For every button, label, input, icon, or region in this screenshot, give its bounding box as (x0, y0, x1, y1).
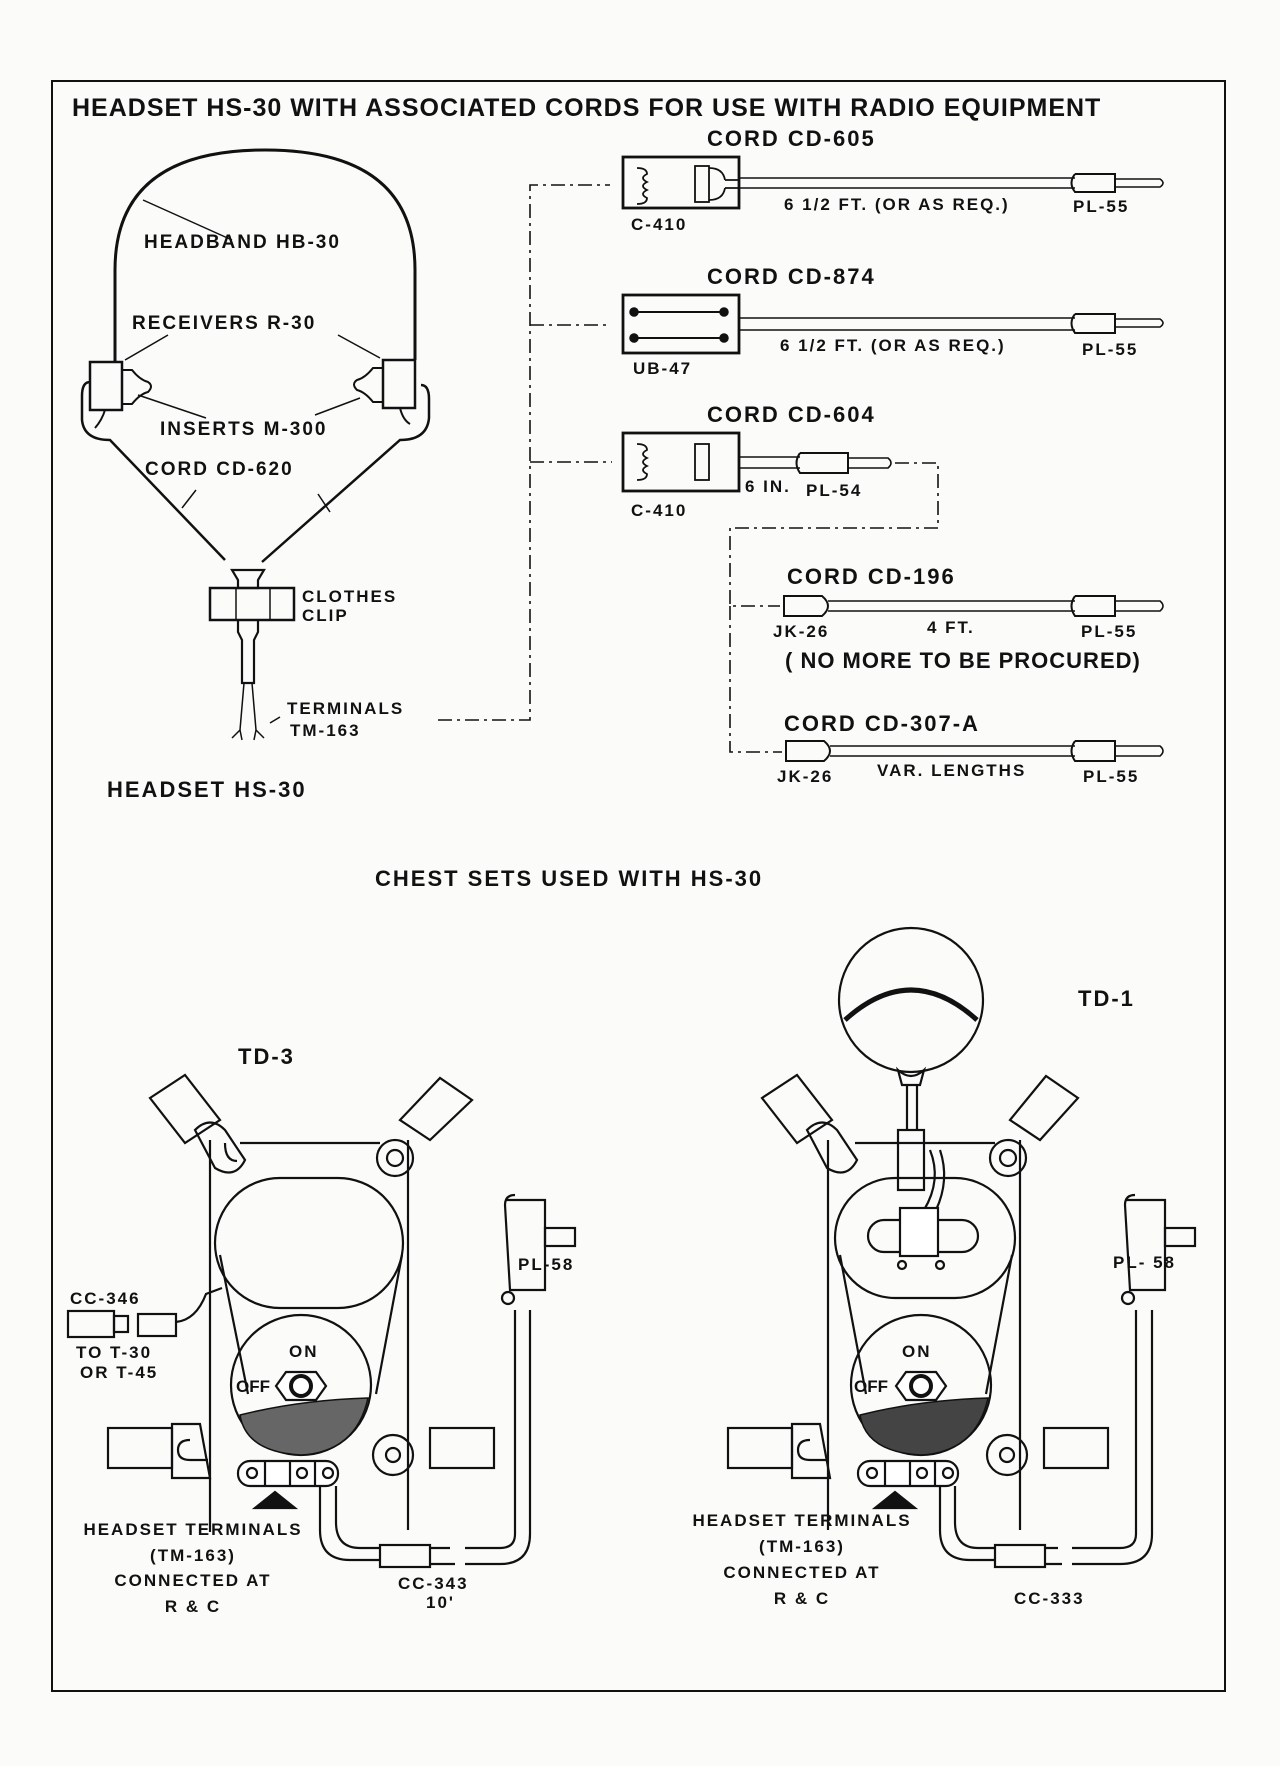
cord-cd196-drawing (783, 595, 1164, 617)
label-clothes-clip-1: CLOTHES (302, 587, 398, 606)
receiver-right (381, 358, 417, 410)
td1-term-line2: (TM-163) (759, 1537, 845, 1556)
cord-cd874-left-part: UB-47 (633, 359, 693, 378)
td1-cc333: CC-333 (1014, 1589, 1085, 1608)
cord-cd307a-left-part: JK-26 (777, 767, 834, 786)
cord-cd874-name: CORD CD-874 (707, 264, 876, 289)
cord-cd874-length: 6 1/2 FT. (OR AS REQ.) (780, 336, 1006, 355)
cord-cd196-note: ( NO MORE TO BE PROCURED) (785, 648, 1141, 673)
cord-cd604-drawing (621, 431, 892, 493)
cord-cd874-drawing (621, 293, 1164, 355)
diagram-frame (51, 80, 1226, 1692)
label-headset-hs30: HEADSET HS-30 (107, 777, 307, 802)
td3-term-line1: HEADSET TERMINALS (83, 1520, 303, 1539)
td3-term-line3: CONNECTED AT (114, 1571, 272, 1590)
cord-cd605-drawing (621, 155, 1164, 210)
clothes-clip (208, 586, 296, 622)
cord-cd196-length: 4 FT. (927, 618, 975, 637)
cord-cd874-right-part: PL-55 (1082, 340, 1139, 359)
td3-pl58: PL-58 (518, 1255, 575, 1274)
td3-term-line4: R & C (164, 1597, 222, 1616)
cord-cd604-right-part: PL-54 (806, 481, 863, 500)
td1-term-line3: CONNECTED AT (723, 1563, 881, 1582)
cord-cd605-right-part: PL-55 (1073, 197, 1130, 216)
td3-term-line2: (TM-163) (150, 1546, 236, 1565)
td1-on: ON (902, 1342, 932, 1361)
cord-cd307a-length: VAR. LENGTHS (877, 761, 1027, 780)
td1-chest-set-drawing (726, 926, 1197, 1569)
td1-off: OFF (854, 1377, 888, 1396)
cord-cd196-left-part: JK-26 (773, 622, 830, 641)
cord-cd196-right-part: PL-55 (1081, 622, 1138, 641)
cord-cd604-length: 6 IN. (745, 477, 791, 496)
td3-cc343: CC-343 (398, 1574, 469, 1593)
headband-hb30 (113, 148, 417, 362)
cord-cd307a-drawing (785, 740, 1164, 762)
label-inserts: INSERTS M-300 (160, 419, 328, 440)
td3-on: ON (289, 1342, 319, 1361)
chest-sets-heading: CHEST SETS USED WITH HS-30 (375, 866, 764, 891)
td1-label: TD-1 (1078, 986, 1135, 1011)
label-cord-cd620: CORD CD-620 (145, 459, 294, 480)
label-headband: HEADBAND HB-30 (144, 232, 341, 253)
cord-cd604-left-part: C-410 (631, 501, 688, 520)
td1-term-line4: R & C (773, 1589, 831, 1608)
diagram-title: HEADSET HS-30 WITH ASSOCIATED CORDS FOR … (72, 94, 1102, 122)
headset-drawing (80, 148, 431, 741)
td3-to-line1: TO T-30 (76, 1343, 153, 1362)
cord-cd307a-name: CORD CD-307-A (784, 711, 980, 736)
label-terminals-1: TERMINALS (287, 699, 405, 718)
td3-cc346: CC-346 (70, 1289, 141, 1308)
td3-cc343-length: 10' (426, 1593, 455, 1612)
td1-pl58: PL- 58 (1113, 1253, 1177, 1272)
cord-cd605-left-part: C-410 (631, 215, 688, 234)
receiver-left (88, 360, 124, 412)
label-clothes-clip-2: CLIP (302, 606, 349, 625)
td3-label: TD-3 (238, 1044, 295, 1069)
cord-cd604-name: CORD CD-604 (707, 402, 876, 427)
label-receivers: RECEIVERS R-30 (132, 313, 317, 334)
cord-cd196-name: CORD CD-196 (787, 564, 956, 589)
td3-chest-set-drawing (66, 1073, 577, 1569)
td3-to-line2: OR T-45 (80, 1363, 159, 1382)
cord-cd605-length: 6 1/2 FT. (OR AS REQ.) (784, 195, 1010, 214)
td3-off: OFF (236, 1377, 270, 1396)
cord-cd307a-right-part: PL-55 (1083, 767, 1140, 786)
connection-lines (438, 184, 939, 753)
td1-term-line1: HEADSET TERMINALS (692, 1511, 912, 1530)
label-terminals-2: TM-163 (290, 721, 361, 740)
cord-cd605-name: CORD CD-605 (707, 126, 876, 151)
